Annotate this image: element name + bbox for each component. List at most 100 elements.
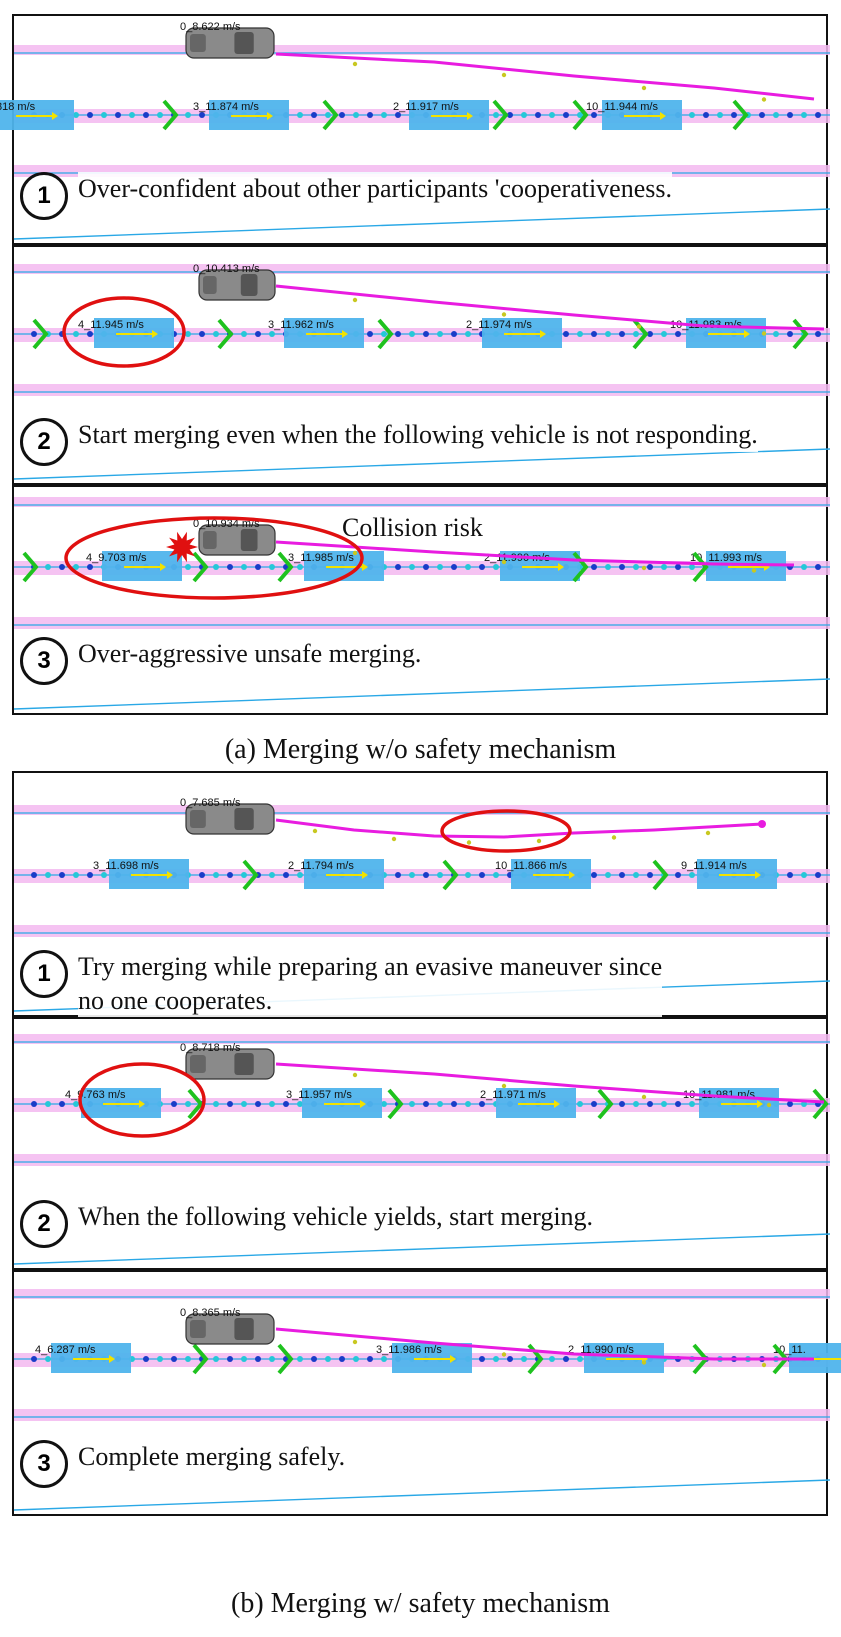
path-dot	[647, 1101, 653, 1107]
path-dot	[479, 1101, 485, 1107]
path-dot	[241, 1101, 247, 1107]
path-dot	[577, 331, 583, 337]
path-dot	[297, 112, 303, 118]
path-dot	[451, 331, 457, 337]
vehicle-speed-label: 3_11.874 m/s	[193, 101, 259, 113]
path-dot	[465, 1101, 471, 1107]
path-dot	[87, 331, 93, 337]
path-dot	[815, 872, 821, 878]
path-dot	[45, 1356, 51, 1362]
path-dot	[31, 331, 37, 337]
path-dot	[535, 112, 541, 118]
path-dot	[199, 112, 205, 118]
chevron-right-icon	[162, 99, 179, 131]
vehicle-speed-label: 3_11.962 m/s	[268, 319, 334, 331]
vehicle-arrow-head	[152, 330, 158, 338]
path-dot	[45, 1101, 51, 1107]
path-dot	[563, 1356, 569, 1362]
path-dot	[689, 564, 695, 570]
path-dot	[31, 1101, 37, 1107]
path-dot	[213, 1101, 219, 1107]
vehicle-speed-label: 9_11.914 m/s	[681, 860, 747, 872]
trajectory-sample-dot	[761, 331, 767, 336]
path-dot	[73, 872, 79, 878]
trajectory-sample-dot	[352, 1072, 358, 1078]
path-dot	[297, 1356, 303, 1362]
path-dot	[647, 331, 653, 337]
path-dot	[269, 331, 275, 337]
path-dot	[73, 112, 79, 118]
path-dot	[493, 112, 499, 118]
vehicle-arrow-head	[540, 330, 546, 338]
path-dot	[241, 564, 247, 570]
step-number-badge: 2	[20, 1200, 68, 1248]
trajectory-sample-dot	[501, 1083, 507, 1089]
trajectory-sample-dot	[641, 1360, 647, 1365]
path-dot	[367, 331, 373, 337]
path-dot	[129, 112, 135, 118]
vehicle-arrow-head	[450, 1355, 456, 1363]
path-dot	[185, 1356, 191, 1362]
path-dot	[577, 1101, 583, 1107]
path-dot	[143, 112, 149, 118]
ego-trajectory	[275, 52, 815, 101]
ego-trajectory	[275, 284, 825, 331]
path-dot	[423, 872, 429, 878]
path-dot	[325, 1356, 331, 1362]
path-dot	[661, 331, 667, 337]
vehicle-speed-label: 3_11.986 m/s	[376, 1344, 442, 1356]
chevron-right-icon	[187, 1088, 204, 1120]
ego-speed-label: 0_7.685 m/s	[180, 797, 241, 809]
path-dot	[773, 112, 779, 118]
path-dot	[283, 1101, 289, 1107]
lane-band	[14, 561, 830, 575]
scene-canvas: 818 m/s3_11.874 m/s2_11.917 m/s10_11.944…	[0, 21, 831, 240]
car-topdown-icon	[198, 524, 276, 556]
path-dot	[423, 331, 429, 337]
path-dot	[591, 872, 597, 878]
trajectory-sample-dot	[352, 297, 358, 303]
path-dot	[241, 872, 247, 878]
path-dot	[311, 112, 317, 118]
path-dot	[717, 112, 723, 118]
vehicle-arrow-head	[558, 563, 564, 571]
chevron-right-icon	[597, 1088, 614, 1120]
path-dot	[185, 564, 191, 570]
trajectory-sample-dot	[501, 1352, 507, 1357]
path-dot	[409, 1101, 415, 1107]
lane-band	[14, 45, 830, 55]
trajectory-sample-dot	[501, 559, 507, 565]
path-dot	[465, 331, 471, 337]
path-dot	[815, 112, 821, 118]
path-dot	[353, 112, 359, 118]
vehicle-arrow-head	[757, 1100, 763, 1108]
path-dot	[87, 112, 93, 118]
lane-band	[14, 384, 830, 396]
path-dot	[311, 1356, 317, 1362]
path-dot	[395, 872, 401, 878]
path-dot	[255, 1356, 261, 1362]
path-dot	[493, 1356, 499, 1362]
path-dot	[395, 331, 401, 337]
step-text: Complete merging safely.	[78, 1440, 346, 1474]
trajectory-sample-dot	[636, 324, 642, 329]
path-dot	[101, 872, 107, 878]
path-dot	[409, 331, 415, 337]
path-dot	[577, 1356, 583, 1362]
trajectory-sample-dot	[501, 312, 507, 317]
vehicle-arrow-head	[467, 112, 473, 120]
path-dot	[479, 1356, 485, 1362]
vehicle-speed-label: 4_11.945 m/s	[78, 319, 144, 331]
step-number-badge: 1	[20, 172, 68, 220]
path-dot	[451, 564, 457, 570]
vehicle-arrow-head	[109, 1355, 115, 1363]
path-dot	[521, 1356, 527, 1362]
vehicle-speed-label: 3_11.985 m/s	[288, 552, 354, 564]
lane-band	[14, 1154, 830, 1166]
